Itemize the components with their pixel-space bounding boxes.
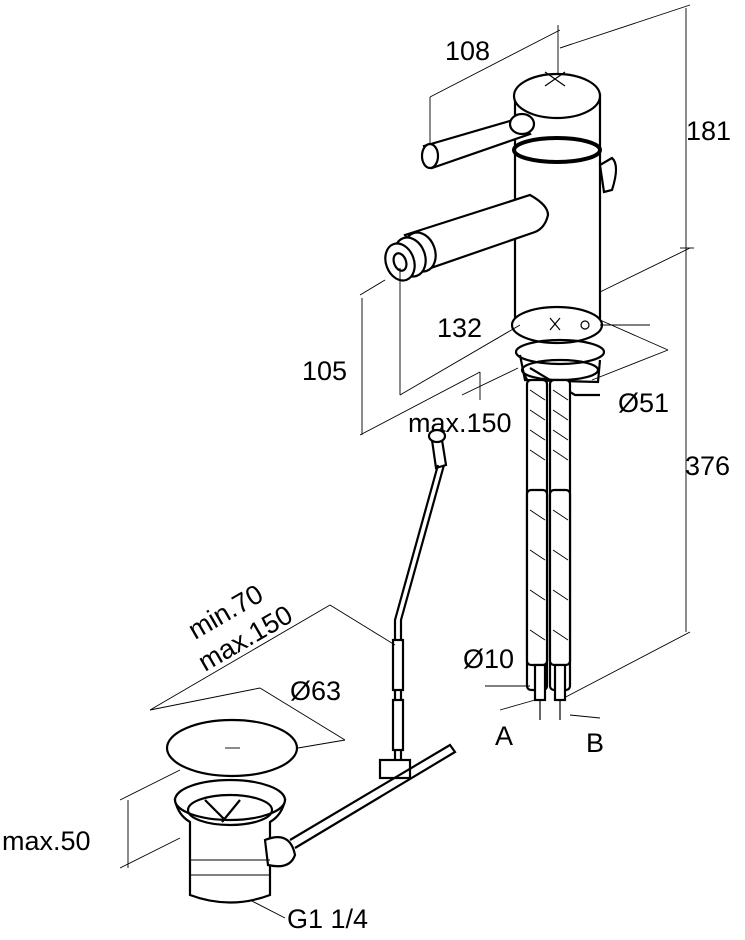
drain-waste — [165, 718, 299, 904]
dimension-376-label: 376 — [685, 451, 730, 481]
dimension-10-line — [485, 685, 601, 719]
dimension-63-line — [149, 687, 346, 749]
dimension-132-label: 132 — [437, 313, 482, 343]
flexible-hoses — [521, 369, 572, 720]
faucet-body — [384, 71, 618, 397]
dimension-63-label: Ø63 — [290, 676, 341, 706]
dimension-376-line — [559, 4, 694, 701]
dimension-51-line — [591, 319, 669, 381]
dimension-10-label: Ø10 — [463, 644, 514, 674]
dimension-181-label: 181 — [686, 116, 731, 146]
dimension-max150-top-label: max.150 — [408, 408, 512, 438]
dimension-105-label: 105 — [302, 356, 347, 386]
dimension-max150-top-line — [461, 367, 519, 396]
dimension-132-line — [359, 268, 650, 396]
connection-a-label: A — [495, 721, 513, 751]
dimension-108-line — [429, 25, 561, 145]
thread-label: G1 1/4 — [287, 904, 368, 934]
dimension-108-label: 108 — [445, 36, 490, 66]
dimension-max50-line — [119, 769, 181, 869]
thread-leader-line — [249, 899, 286, 919]
dimension-max50-label: max.50 — [2, 826, 91, 856]
dimension-rod-line — [149, 604, 396, 711]
pull-rod — [289, 428, 457, 849]
dimension-51-label: Ø51 — [618, 388, 669, 418]
connection-b-label: B — [586, 728, 604, 758]
